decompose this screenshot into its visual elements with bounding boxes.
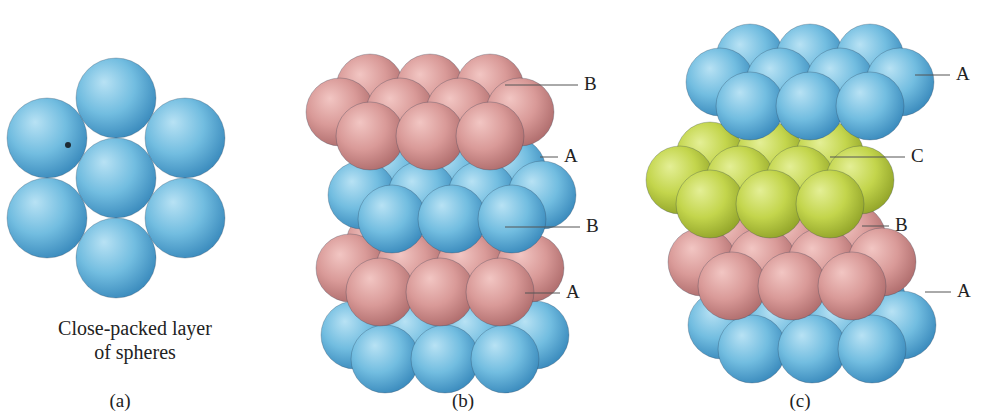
marker-dot [65, 142, 71, 148]
sphere [418, 185, 486, 253]
panel-label: (b) [452, 390, 474, 413]
leader-line [915, 75, 950, 76]
leader-line [525, 293, 560, 294]
sphere [346, 258, 414, 326]
sphere [351, 325, 419, 393]
sphere [698, 252, 766, 320]
leader-line [505, 227, 580, 228]
sphere [778, 315, 846, 383]
layer-label: A [956, 63, 970, 86]
sphere [838, 315, 906, 383]
caption-text: Close-packed layer of spheres [50, 316, 220, 364]
sphere [718, 315, 786, 383]
sphere [396, 102, 464, 170]
sphere [145, 98, 225, 178]
sphere [758, 252, 826, 320]
leader-line [830, 157, 905, 158]
layer-label: A [957, 280, 971, 303]
sphere [145, 178, 225, 258]
leader-line [862, 226, 889, 227]
layer-label: C [911, 145, 924, 168]
sphere [716, 72, 784, 140]
leader-lines [505, 75, 951, 293]
sphere [411, 325, 479, 393]
sphere [836, 72, 904, 140]
sphere [818, 252, 886, 320]
sphere [76, 58, 156, 138]
sphere [736, 170, 804, 238]
sphere [676, 170, 744, 238]
leader-line [925, 292, 951, 293]
leader-line [505, 85, 578, 86]
sphere [76, 138, 156, 218]
sphere [471, 325, 539, 393]
sphere [478, 185, 546, 253]
sphere [776, 72, 844, 140]
sphere [336, 102, 404, 170]
sphere [7, 98, 87, 178]
sphere [406, 258, 474, 326]
sphere [456, 102, 524, 170]
leader-line [540, 157, 558, 158]
sphere [358, 185, 426, 253]
layer-label: B [586, 215, 599, 238]
panel-label: (a) [109, 390, 130, 413]
layer-label: B [584, 73, 597, 96]
panel-label: (c) [789, 390, 810, 413]
layer-label: B [895, 214, 908, 237]
layer-label: A [566, 281, 580, 304]
sphere [7, 178, 87, 258]
sphere [796, 170, 864, 238]
layer-label: A [564, 145, 578, 168]
sphere [466, 258, 534, 326]
sphere [76, 218, 156, 298]
